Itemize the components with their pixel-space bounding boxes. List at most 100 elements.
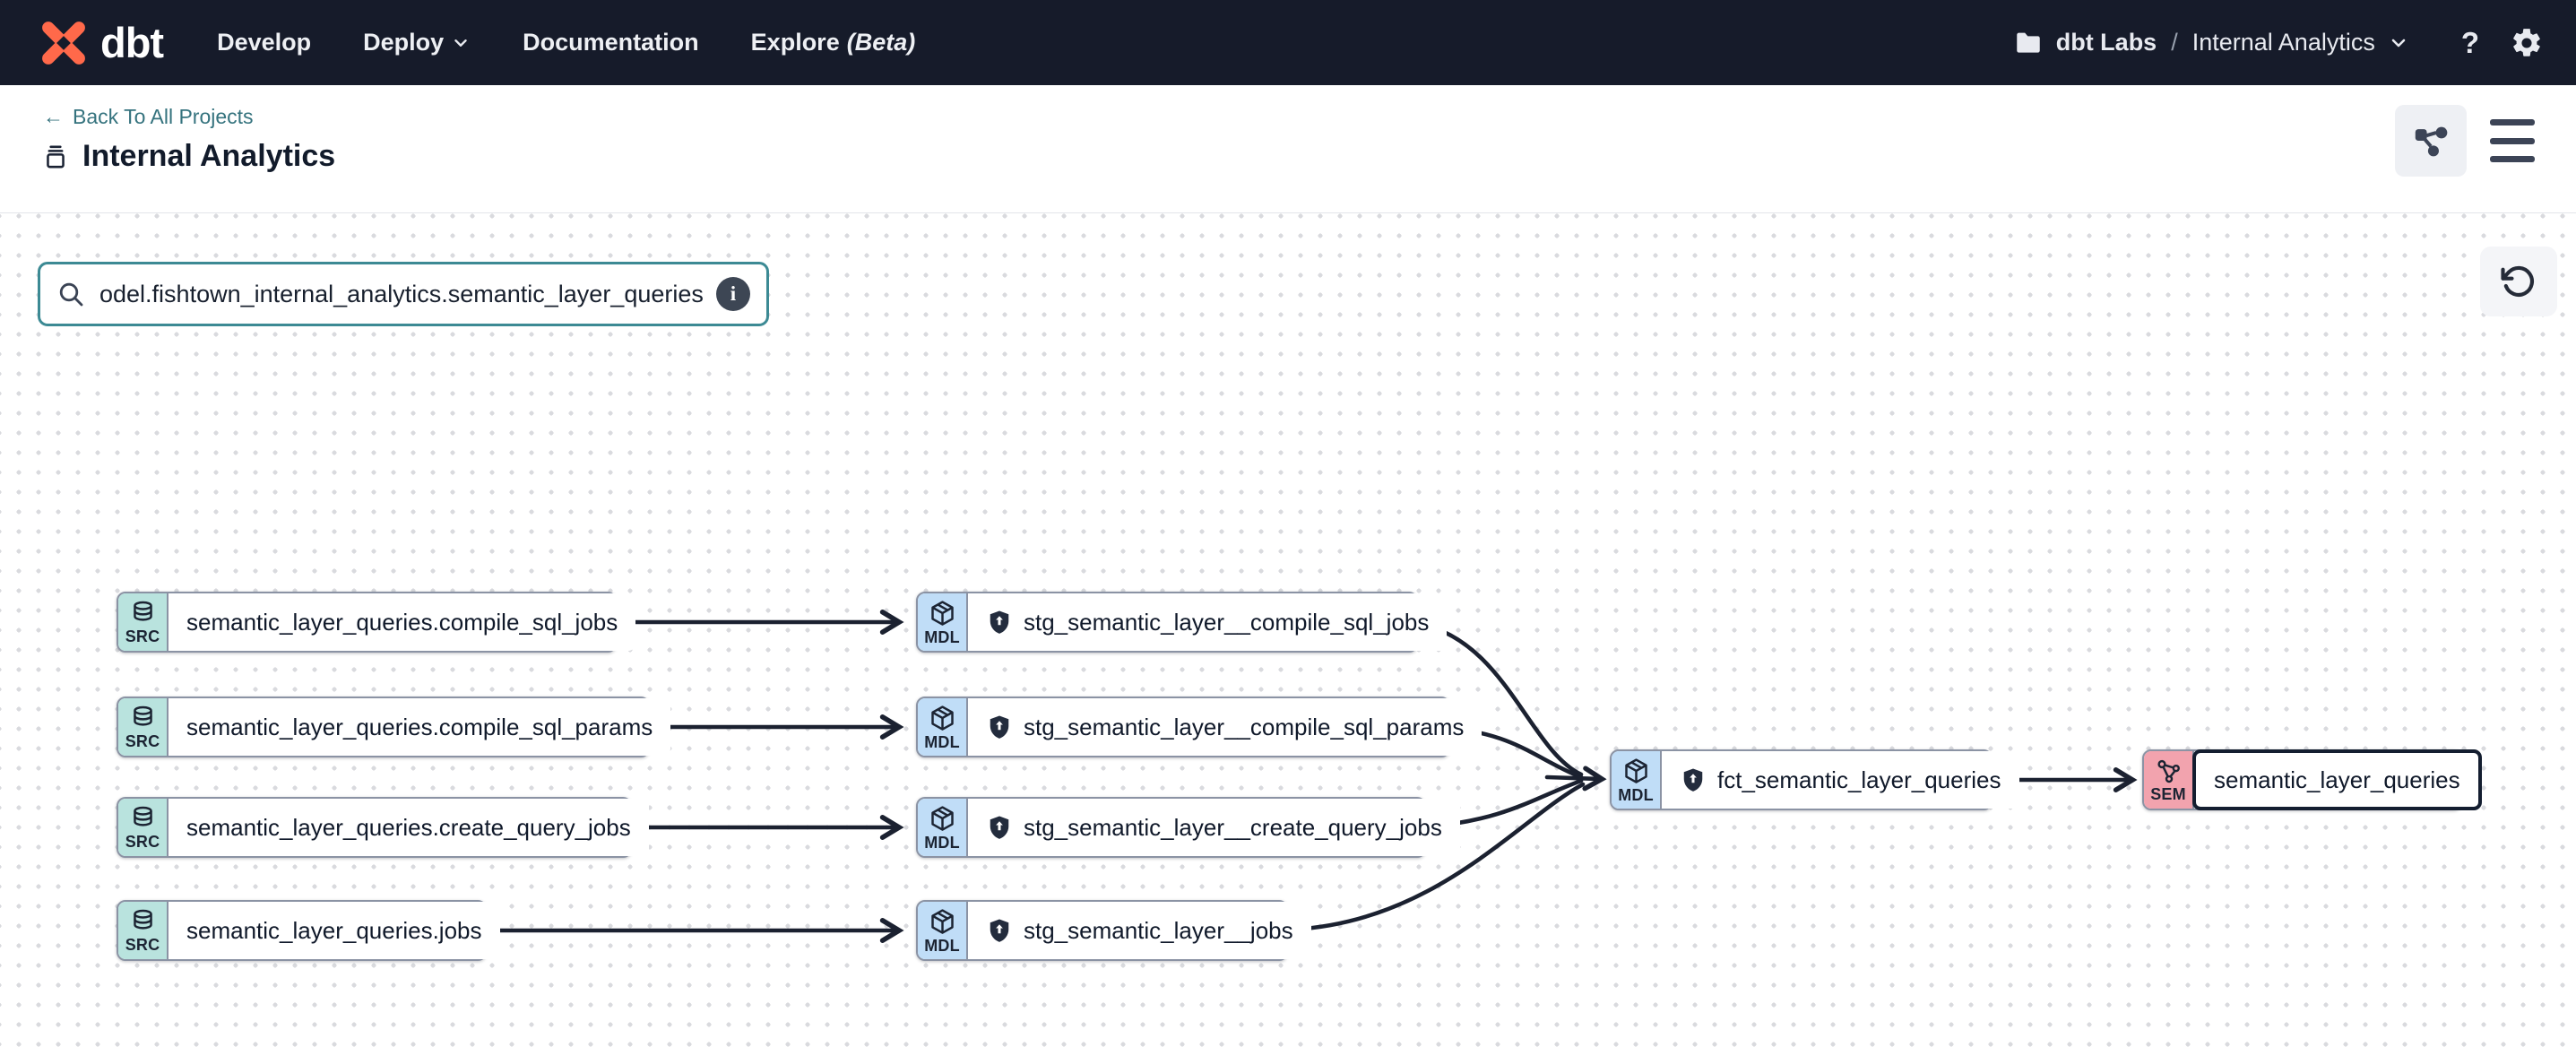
node-type-badge: MDL [1618, 786, 1654, 804]
lineage-view-button[interactable] [2395, 105, 2467, 177]
project-name: Internal Analytics [2191, 29, 2375, 56]
settings-button[interactable] [2510, 26, 2544, 60]
lineage-node-mdl-fct-semantic-layer-queries[interactable]: MDL fct_semantic_layer_queries [1610, 749, 2019, 810]
protected-shield-icon [1680, 766, 1707, 793]
node-label-box: semantic_layer_queries.compile_sql_param… [169, 698, 671, 756]
node-type-badge: SRC [125, 627, 160, 645]
account-project-selector[interactable]: dbt Labs / Internal Analytics [2013, 28, 2409, 58]
node-label: semantic_layer_queries.create_query_jobs [186, 813, 631, 841]
node-label: stg_semantic_layer__jobs [1024, 916, 1293, 944]
lineage-node-mdl-stg-create-query-jobs[interactable]: MDL stg_semantic_layer__create_query_job… [916, 797, 1460, 858]
node-label-box: stg_semantic_layer__create_query_jobs [968, 799, 1460, 856]
lineage-node-mdl-stg-compile-sql-jobs[interactable]: MDL stg_semantic_layer__compile_sql_jobs [916, 592, 1448, 653]
node-label-box: stg_semantic_layer__jobs [968, 902, 1311, 959]
database-icon [129, 600, 157, 627]
search-icon [59, 282, 83, 307]
node-type-badge: SRC [125, 833, 160, 851]
protected-shield-icon [986, 917, 1013, 944]
node-label: fct_semantic_layer_queries [1717, 766, 2001, 793]
lineage-node-mdl-stg-compile-sql-params[interactable]: MDL stg_semantic_layer__compile_sql_para… [916, 697, 1482, 757]
nav-menu-item-deploy[interactable]: Deploy [363, 29, 471, 56]
database-icon [129, 908, 157, 936]
cube-icon [928, 804, 957, 834]
node-type-badge: MDL [924, 628, 960, 646]
lineage-node-src-compile-sql-params[interactable]: SRC semantic_layer_queries.compile_sql_p… [117, 697, 671, 757]
nav-menu-item-documentation[interactable]: Documentation [523, 29, 699, 56]
chevron-down-icon [454, 39, 467, 47]
node-label: semantic_layer_queries [2214, 766, 2460, 793]
protected-shield-icon [986, 814, 1013, 841]
node-type-icon: SRC [118, 698, 169, 756]
node-label-box: semantic_layer_queries.compile_sql_jobs [169, 593, 636, 651]
node-label: stg_semantic_layer__compile_sql_jobs [1024, 608, 1430, 636]
search-value: odel.fishtown_internal_analytics.semanti… [99, 280, 704, 307]
database-icon [129, 805, 157, 833]
page-header: ← Back To All Projects Internal Analytic… [0, 85, 2576, 213]
node-type-badge: SRC [125, 936, 160, 954]
node-label-box: fct_semantic_layer_queries [1662, 751, 2019, 809]
semantic-icon [2155, 757, 2183, 785]
node-label: semantic_layer_queries.compile_sql_jobs [186, 608, 618, 636]
node-type-badge: MDL [924, 834, 960, 852]
undo-icon [2501, 265, 2535, 297]
database-icon [129, 705, 157, 732]
node-label-box: stg_semantic_layer__compile_sql_params [968, 698, 1482, 756]
protected-shield-icon [986, 714, 1013, 740]
folder-icon [2016, 32, 2040, 53]
account-name: dbt Labs [2055, 29, 2157, 56]
cube-icon [928, 599, 957, 628]
lineage-node-mdl-stg-jobs[interactable]: MDL stg_semantic_layer__jobs [916, 900, 1311, 961]
lineage-edges [488, 610, 2138, 943]
node-type-icon: MDL [918, 593, 968, 651]
lineage-node-sem-semantic-layer-queries[interactable]: SEM semantic_layer_queries [2142, 749, 2482, 810]
node-type-icon: MDL [1612, 751, 1662, 809]
navbar-right: dbt Labs / Internal Analytics ? [2013, 26, 2544, 60]
node-type-icon: SEM [2144, 751, 2194, 809]
nav-menu: Develop Deploy Documentation Explore (Beta) [217, 29, 915, 56]
node-type-badge: MDL [924, 937, 960, 955]
back-arrow-icon: ← [43, 105, 64, 128]
breadcrumb-separator: / [2171, 29, 2178, 56]
node-type-badge: MDL [924, 733, 960, 751]
lineage-canvas[interactable]: odel.fishtown_internal_analytics.semanti… [0, 213, 2576, 1047]
lineage-node-src-create-query-jobs[interactable]: SRC semantic_layer_queries.create_query_… [117, 797, 649, 858]
info-icon[interactable]: i [715, 277, 750, 311]
node-type-icon: MDL [918, 799, 968, 856]
reset-view-button[interactable] [2480, 247, 2557, 316]
nav-menu-item-develop[interactable]: Develop [217, 29, 312, 56]
node-type-icon: SRC [118, 593, 169, 651]
lineage-node-src-compile-sql-jobs[interactable]: SRC semantic_layer_queries.compile_sql_j… [117, 592, 636, 653]
help-button[interactable]: ? [2460, 25, 2479, 59]
hamburger-icon [2490, 119, 2535, 125]
protected-shield-icon [986, 609, 1013, 636]
node-type-icon: SRC [118, 799, 169, 856]
dbt-wordmark: dbt [100, 19, 164, 66]
back-link-label: Back To All Projects [73, 105, 254, 128]
node-type-icon: MDL [918, 698, 968, 756]
page-title-row: Internal Analytics [41, 139, 335, 174]
cube-icon [1621, 757, 1651, 786]
node-label-box: semantic_layer_queries [2192, 749, 2482, 810]
node-type-icon: MDL [918, 902, 968, 959]
cube-icon [928, 704, 957, 733]
cube-icon [928, 907, 957, 937]
search-input[interactable]: odel.fishtown_internal_analytics.semanti… [38, 262, 769, 326]
top-navbar: dbt Develop Deploy Documentation Explore (B… [0, 0, 2576, 85]
node-label-box: stg_semantic_layer__compile_sql_jobs [968, 593, 1448, 651]
back-to-projects-link[interactable]: ← Back To All Projects [43, 105, 254, 129]
node-label-box: semantic_layer_queries.jobs [169, 902, 500, 959]
gear-icon [2513, 28, 2540, 56]
node-type-icon: SRC [118, 902, 169, 959]
node-type-badge: SRC [125, 732, 160, 750]
lineage-node-src-jobs[interactable]: SRC semantic_layer_queries.jobs [117, 900, 500, 961]
node-label: semantic_layer_queries.jobs [186, 916, 482, 944]
list-view-button[interactable] [2490, 119, 2535, 162]
node-label: stg_semantic_layer__compile_sql_params [1024, 713, 1465, 740]
page-title: Internal Analytics [82, 139, 336, 173]
lineage-icon [2415, 126, 2448, 157]
chevron-down-icon [2391, 39, 2406, 47]
nav-menu-item-explore[interactable]: Explore (Beta) [750, 29, 916, 56]
dbt-logo[interactable]: dbt [36, 15, 164, 71]
node-label: stg_semantic_layer__create_query_jobs [1024, 813, 1442, 841]
